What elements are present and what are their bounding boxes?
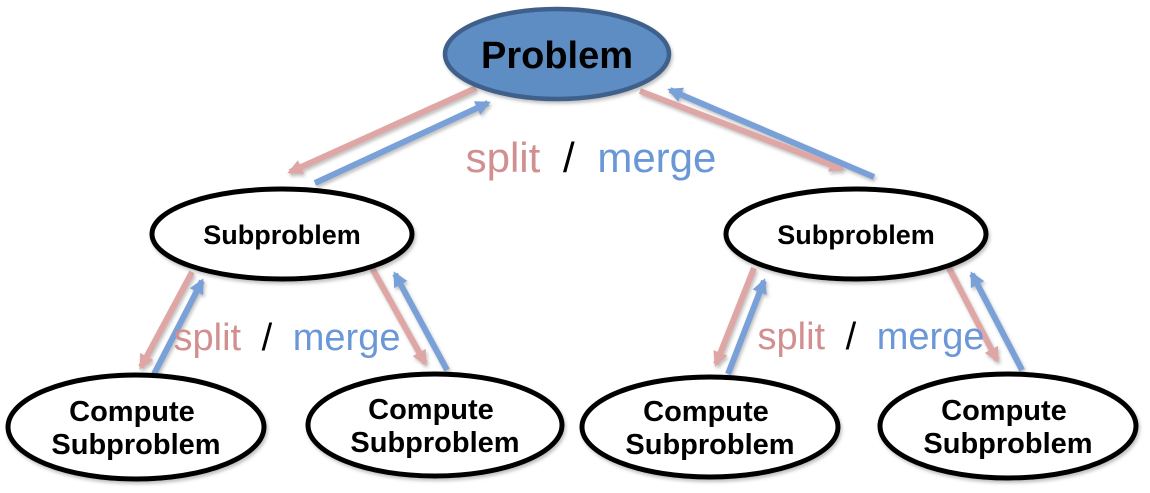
split-merge-label-left: split / merge xyxy=(174,317,401,359)
compute-2-line1: Compute xyxy=(368,394,494,426)
split-arrow-left-subproblem-to-compute-1 xyxy=(138,270,195,370)
subproblem-left-node-label: Subproblem xyxy=(203,220,361,250)
subproblem-right-node-label: Subproblem xyxy=(777,220,935,250)
compute-1-line1: Compute xyxy=(69,396,195,428)
slash-label-right: / xyxy=(846,316,857,358)
merge-arrow-compute-2-to-left-subproblem xyxy=(392,271,450,372)
compute-subproblem-4-node-label: Compute Subproblem xyxy=(923,395,1092,460)
split-arrow-right-subproblem-to-compute-4 xyxy=(945,264,1000,363)
merge-label-top: merge xyxy=(597,134,716,181)
merge-arrow-compute-4-to-right-subproblem xyxy=(969,271,1025,372)
compute-subproblem-4-node xyxy=(877,371,1139,481)
split-arrow-right-subproblem-to-compute-3 xyxy=(713,266,757,367)
compute-subproblem-3-node xyxy=(579,374,841,480)
compute-subproblem-1-node-label: Compute Subproblem xyxy=(51,396,220,461)
compute-subproblem-1-node xyxy=(5,372,267,482)
subproblem-left-node xyxy=(149,186,415,282)
split-arrow-problem-to-right-subproblem xyxy=(638,88,845,172)
problem-node-label: Problem xyxy=(481,35,633,77)
compute-subproblem-2-node xyxy=(305,371,565,479)
subproblem-right-node xyxy=(723,186,989,282)
compute-1-line2: Subproblem xyxy=(51,429,220,461)
slash-label-left: / xyxy=(262,317,273,359)
compute-3-line2: Subproblem xyxy=(625,429,794,461)
compute-3-line1: Compute xyxy=(643,396,769,428)
split-label-right: split xyxy=(758,316,826,358)
compute-subproblem-2-node-label: Compute Subproblem xyxy=(350,394,519,459)
compute-4-line1: Compute xyxy=(941,395,1067,427)
problem-node xyxy=(442,6,672,102)
merge-arrow-compute-1-to-left-subproblem xyxy=(151,278,205,376)
split-arrow-left-subproblem-to-compute-2 xyxy=(369,266,428,366)
split-merge-label-right: split / merge xyxy=(758,316,985,358)
compute-subproblem-3-node-label: Compute Subproblem xyxy=(625,396,794,461)
arrows-layer xyxy=(138,85,1025,376)
compute-2-line2: Subproblem xyxy=(350,427,519,459)
split-arrow-problem-to-left-subproblem xyxy=(287,85,478,175)
merge-arrow-left-subproblem-to-problem xyxy=(313,100,491,186)
nodes-layer xyxy=(5,6,1139,482)
slash-label-top: / xyxy=(563,134,575,181)
compute-4-line2: Subproblem xyxy=(923,428,1092,460)
merge-arrow-compute-3-to-right-subproblem xyxy=(725,278,767,376)
merge-label-right: merge xyxy=(877,316,985,358)
split-label-left: split xyxy=(174,317,242,359)
split-merge-label-top: split / merge xyxy=(466,134,717,181)
merge-label-left: merge xyxy=(293,317,401,359)
split-label-top: split xyxy=(466,134,541,181)
merge-arrow-right-subproblem-to-problem xyxy=(667,87,876,180)
